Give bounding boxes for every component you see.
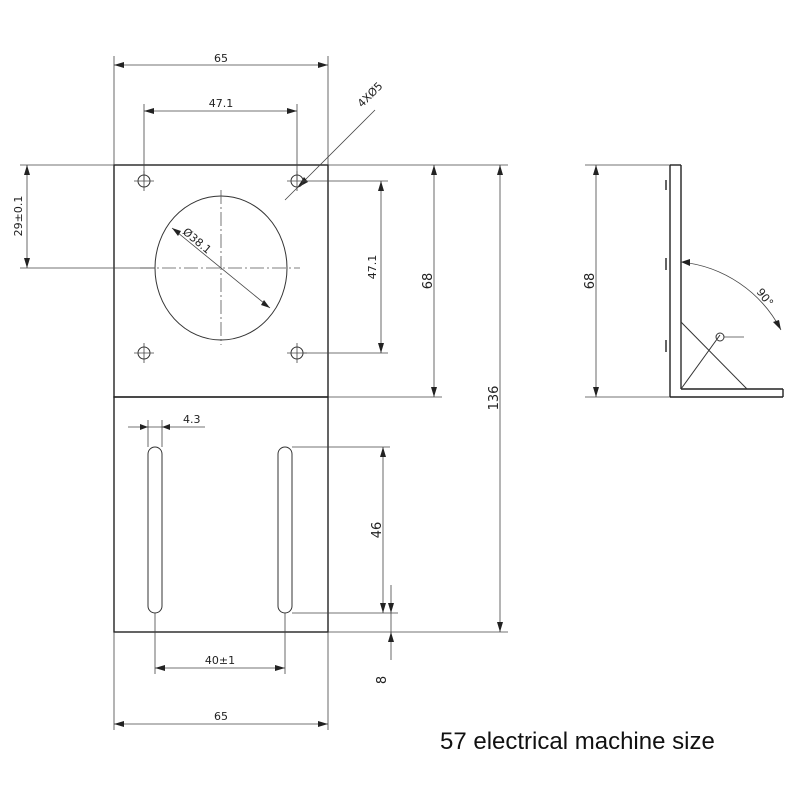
side-view: 90° 68	[583, 164, 784, 398]
slot-left	[147, 446, 163, 614]
caption: 57 electrical machine size	[440, 728, 715, 755]
dim-slot-width: 4.3	[183, 413, 201, 426]
dim-slot-spacing: 40±1	[205, 654, 235, 667]
dim-bend-angle: 90°	[754, 286, 776, 309]
dim-bottom-width: 65	[214, 710, 228, 723]
dim-total-height: 136	[487, 386, 502, 411]
dim-hole-spacing-v: 47.1	[366, 255, 379, 280]
mounting-hole-bottom-left	[134, 343, 154, 363]
dim-hole-spacing-h: 47.1	[209, 97, 234, 110]
dim-hole-spec: 4XØ5	[355, 80, 386, 111]
lower-plate-outline	[113, 396, 329, 633]
mounting-hole-top-left	[134, 171, 154, 191]
dim-slot-bottom-offset: 8	[375, 676, 390, 684]
dim-bore-diameter: Ø38.1	[180, 225, 214, 256]
gusset	[680, 321, 748, 390]
center-bore: Ø38.1	[140, 190, 300, 345]
dim-top-width: 65	[214, 52, 228, 65]
slot-right	[277, 446, 293, 614]
dim-side-height: 68	[583, 273, 598, 290]
dim-plate-height: 68	[421, 273, 436, 290]
front-view: 65 47.1 4XØ5	[12, 52, 508, 730]
dim-slot-length: 46	[370, 522, 385, 539]
angle-arc	[680, 261, 782, 331]
dim-offset-vertical: 29±0.1	[12, 196, 25, 237]
